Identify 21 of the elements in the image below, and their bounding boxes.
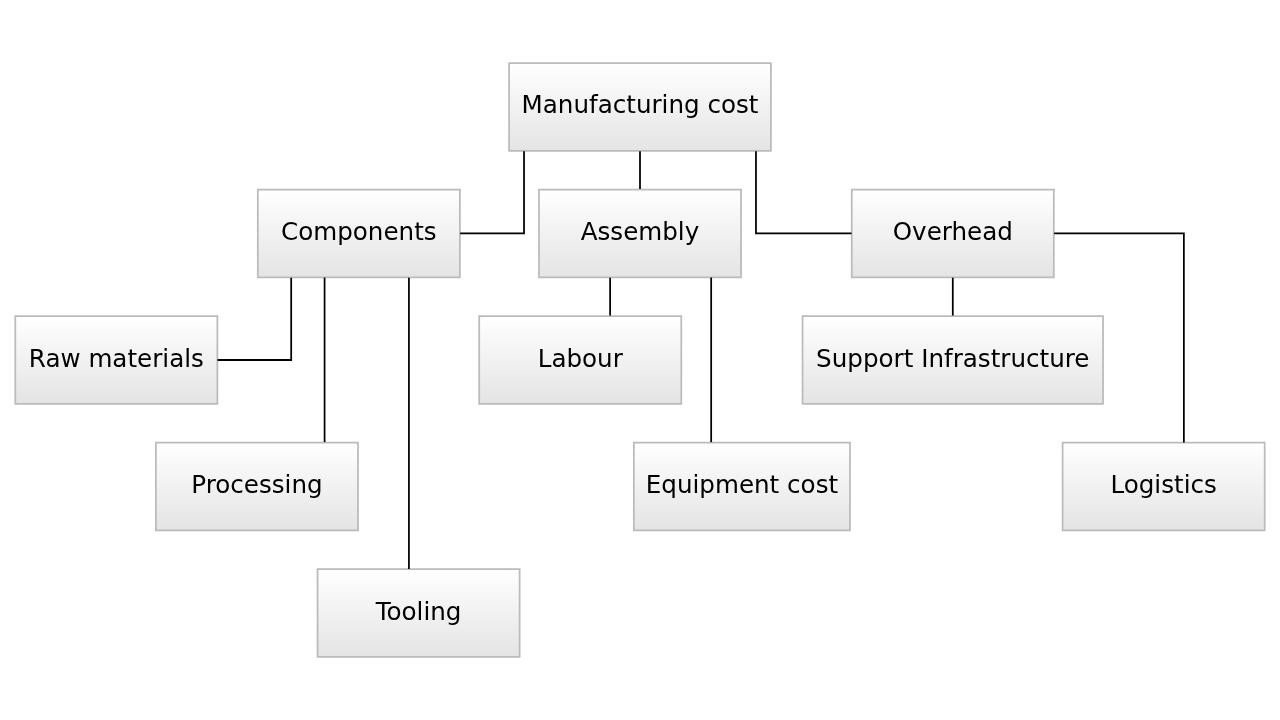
node-box: Processing [155,441,359,532]
connector [323,276,326,443]
node-box: Assembly [538,188,742,279]
node-box: Components [256,188,461,279]
connector [951,276,954,317]
connector [408,276,410,570]
node-box: Logistics [1061,441,1266,532]
node-box: Manufacturing cost [508,62,772,152]
connector [609,276,611,317]
connector [1053,232,1185,444]
node-box: Tooling [316,568,521,658]
connector [639,150,641,190]
connector [459,150,525,235]
connector [755,150,853,235]
connector [216,276,293,361]
node-box: Labour [478,315,683,405]
node-box: Overhead [850,188,1055,279]
node-box: Support Infrastructure [801,315,1104,405]
node-box: Raw materials [14,315,219,405]
connector [710,276,713,443]
node-box: Equipment cost [632,441,851,532]
